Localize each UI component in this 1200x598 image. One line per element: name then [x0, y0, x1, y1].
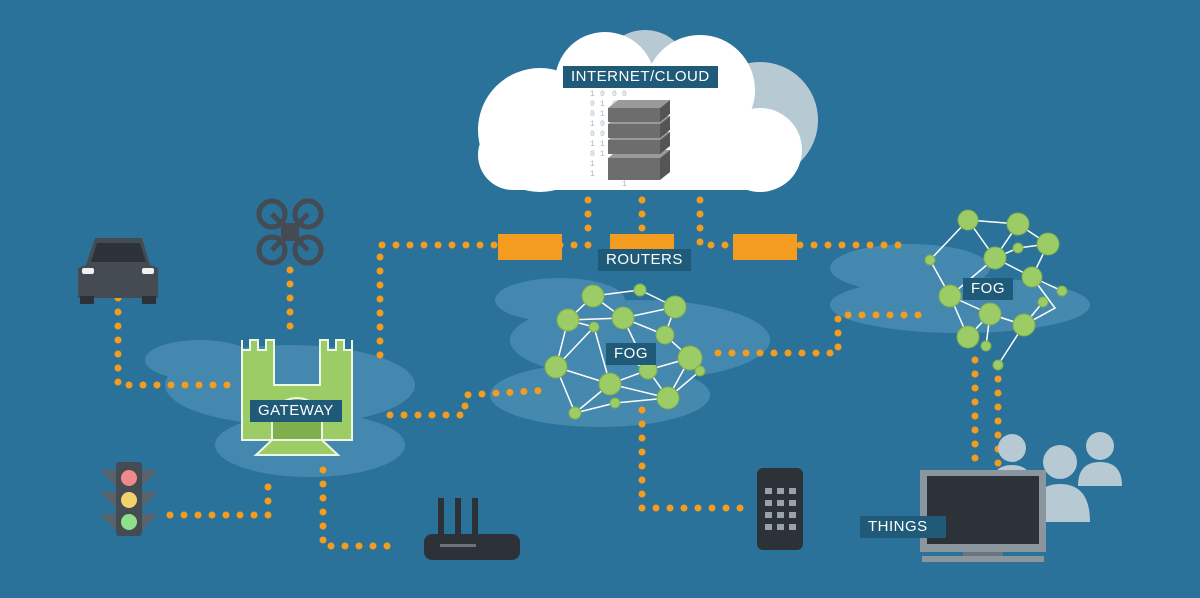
- svg-text:0: 0: [590, 150, 595, 159]
- svg-text:1: 1: [600, 150, 605, 159]
- svg-text:1: 1: [590, 90, 595, 99]
- car-icon: [78, 238, 158, 304]
- svg-text:1: 1: [622, 180, 627, 189]
- svg-text:0: 0: [600, 130, 605, 139]
- fog-label-center: FOG: [606, 343, 656, 365]
- svg-text:1: 1: [590, 140, 595, 149]
- cloud-label: INTERNET/CLOUD: [563, 66, 718, 88]
- svg-text:1: 1: [590, 160, 595, 169]
- svg-text:0: 0: [600, 120, 605, 129]
- routers-label: ROUTERS: [598, 249, 691, 271]
- svg-text:0: 0: [612, 90, 617, 99]
- svg-text:0: 0: [590, 100, 595, 109]
- svg-text:1: 1: [590, 170, 595, 179]
- svg-text:0: 0: [590, 130, 595, 139]
- connector-lines: [114, 196, 1002, 550]
- router-icon: [498, 234, 797, 260]
- svg-text:0: 0: [600, 90, 605, 99]
- svg-text:0: 0: [622, 90, 627, 99]
- svg-text:0: 0: [590, 110, 595, 119]
- monitor-icon: [920, 470, 1046, 562]
- server-stack-icon: [608, 100, 670, 180]
- traffic-light-icon: [100, 462, 158, 536]
- fog-network-icon: [924, 209, 1068, 371]
- drone-icon: [256, 198, 324, 266]
- wifi-router-icon: [424, 498, 520, 560]
- gateway-label: GATEWAY: [250, 400, 342, 422]
- svg-text:1: 1: [600, 110, 605, 119]
- svg-text:1: 1: [600, 100, 605, 109]
- svg-text:1: 1: [600, 140, 605, 149]
- things-label: THINGS: [860, 516, 946, 538]
- svg-text:1: 1: [590, 120, 595, 129]
- phone-icon: [757, 468, 803, 550]
- fog-label-right: FOG: [963, 278, 1013, 300]
